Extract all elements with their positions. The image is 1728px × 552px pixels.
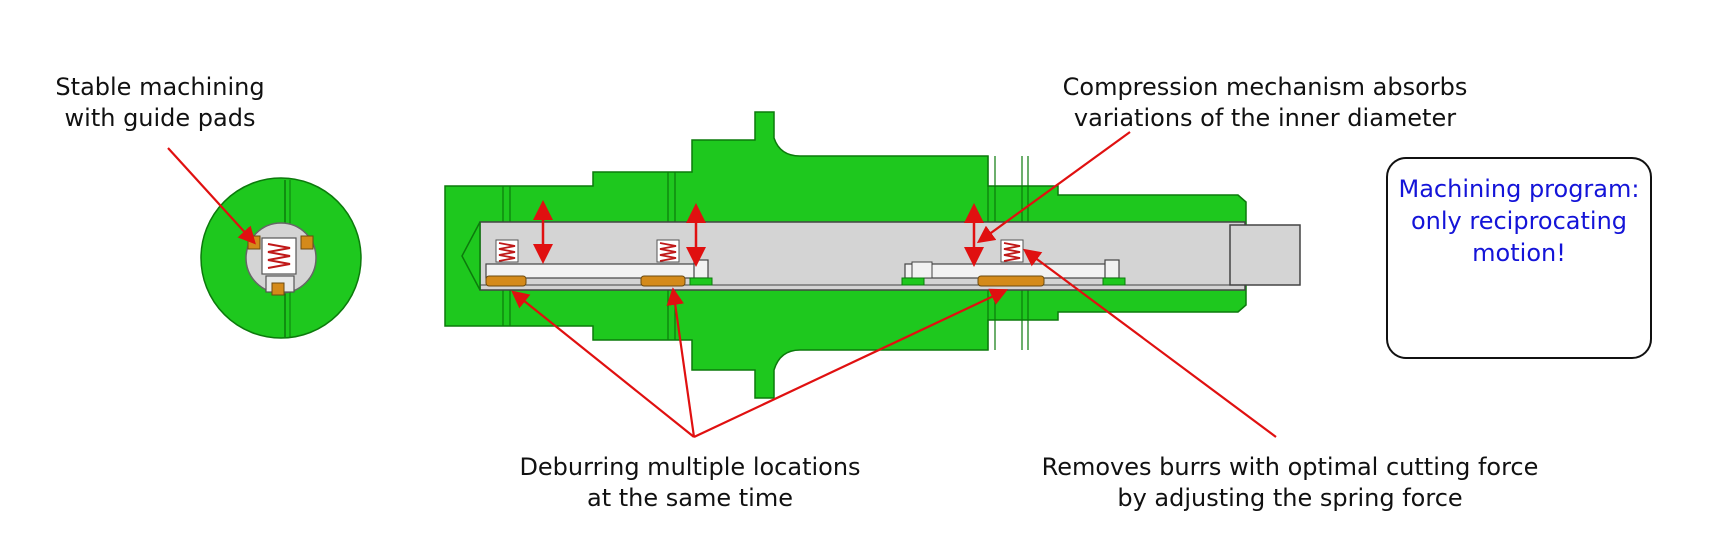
guide-pad-bottom bbox=[271, 282, 285, 296]
callout-removes-burrs-line-1: Removes burrs with optimal cutting force bbox=[1041, 453, 1539, 481]
end-view-spring-icon bbox=[267, 243, 291, 269]
program-line-3: motion! bbox=[1472, 239, 1566, 267]
callout-removes-burrs-line-2: by adjusting the spring force bbox=[1117, 484, 1463, 512]
tool-shaft bbox=[1229, 224, 1301, 286]
program-line-2: only reciprocating bbox=[1410, 207, 1628, 235]
machining-program-text: Machining program: only reciprocating mo… bbox=[1388, 173, 1650, 269]
callout-guide-pads: Stable machining with guide pads bbox=[20, 72, 300, 134]
spring-1-icon bbox=[495, 239, 519, 263]
end-view-spring-housing bbox=[261, 237, 297, 275]
callout-compression-line-1: Compression mechanism absorbs bbox=[1062, 73, 1468, 101]
leader-deburring-3 bbox=[693, 288, 1008, 438]
callout-deburring-multiple: Deburring multiple locations at the same… bbox=[470, 452, 910, 514]
cutting-blade-3 bbox=[977, 275, 1045, 287]
cutting-blade-1 bbox=[485, 275, 527, 287]
callout-leaders bbox=[167, 131, 1277, 438]
callout-deburring-line-2: at the same time bbox=[587, 484, 793, 512]
leader-deburring-1 bbox=[511, 290, 695, 438]
leader-guide-pads bbox=[167, 147, 256, 245]
leader-compression bbox=[976, 131, 1131, 244]
leader-removes-burrs bbox=[1022, 248, 1277, 438]
leader-deburring-2 bbox=[666, 287, 696, 438]
callout-compression-line-2: variations of the inner diameter bbox=[1073, 104, 1457, 132]
tool-tip bbox=[461, 221, 481, 291]
guide-pad-right bbox=[300, 235, 314, 250]
spring-3-icon bbox=[1000, 239, 1024, 263]
callout-guide-pads-line-1: Stable machining bbox=[55, 73, 265, 101]
cutting-blade-2 bbox=[640, 275, 686, 287]
machining-program-box: Machining program: only reciprocating mo… bbox=[1386, 157, 1652, 359]
callout-guide-pads-line-2: with guide pads bbox=[64, 104, 256, 132]
tool-inner-cavity bbox=[479, 221, 1246, 291]
spring-2-icon bbox=[656, 239, 680, 263]
tool-section-view bbox=[444, 111, 1301, 399]
callout-deburring-line-1: Deburring multiple locations bbox=[519, 453, 861, 481]
callout-compression-mechanism: Compression mechanism absorbs variations… bbox=[1000, 72, 1530, 134]
cutter-carrier-2 bbox=[904, 259, 1120, 279]
tool-end-view bbox=[200, 177, 362, 339]
program-line-1: Machining program: bbox=[1398, 175, 1640, 203]
callout-removes-burrs: Removes burrs with optimal cutting force… bbox=[990, 452, 1590, 514]
